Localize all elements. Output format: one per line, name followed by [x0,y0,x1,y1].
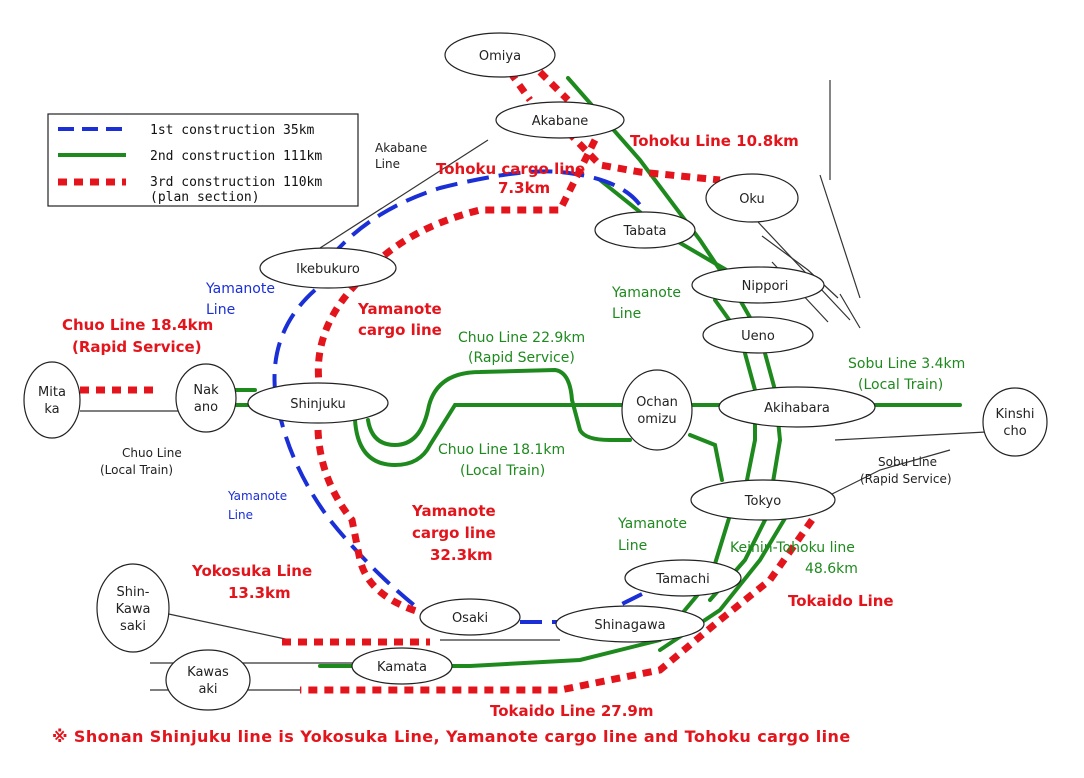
legend-second: 2nd construction 111km [150,149,322,164]
legend-third-sub: (plan section) [150,190,260,205]
label-tohoku-cargo-1: Tohoku cargo line [436,160,585,178]
label-yamanote-blue-1: Yamanote [205,281,275,297]
label-sobu-rapid-2: (Rapid Service) [860,472,952,486]
station-kinshicho-2: cho [1003,424,1026,439]
label-yamanote-green-1: Yamanote [611,285,681,301]
label-tokaido-len: Tokaido Line 27.9m [490,702,653,720]
station-ochanomizu-2: omizu [637,412,676,427]
station-nippori: Nippori [742,279,789,294]
station-tamachi: Tamachi [655,572,709,587]
station-kinshicho-1: Kinshi [996,407,1035,422]
label-sobu-local-2: (Local Train) [858,377,943,393]
label-chuo-local-1: Chuo Line [122,446,182,460]
station-mitaka-1: Mita [38,385,66,400]
station-mitaka-2: ka [44,402,59,417]
label-chuo-local-2: (Local Train) [100,463,173,477]
station-akabane: Akabane [532,114,589,129]
label-chuo-rapid-red-1: Chuo Line 18.4km [62,316,213,334]
label-keihin-1: Keihin-Tohoku line [730,540,855,556]
station-shinjuku: Shinjuku [290,397,346,412]
label-chuo-local-green-1: Chuo Line 18.1km [438,442,565,458]
label-yamanote-blue2-2: Line [228,508,253,522]
label-chuo-rapid-red-2: (Rapid Service) [72,338,202,356]
station-nakano-1: Nak [193,383,219,398]
station-kawasaki-2: aki [198,682,217,697]
station-shapes [23,32,1048,711]
station-shinkawasaki-3: saki [120,619,146,634]
red-lines [80,69,815,694]
label-yamanote-cargo-2: cargo line [358,321,442,339]
label-chuo-local-green-2: (Local Train) [460,463,545,479]
station-shinkawasaki-2: Kawa [116,602,151,617]
label-yamanote-cargo2-2: cargo line [412,524,496,542]
label-tohoku-cargo-2: 7.3km [498,179,550,197]
label-keihin-2: 48.6km [805,561,858,577]
line-labels: Akabane Line Tohoku Line 10.8km Tohoku c… [62,132,965,720]
station-ochanomizu-1: Ochan [636,395,678,410]
station-kawasaki-1: Kawas [187,665,229,680]
label-tohoku-line: Tohoku Line 10.8km [630,132,799,150]
blue-lines [272,169,643,624]
legend-first: 1st construction 35km [150,123,315,138]
station-ikebukuro: Ikebukuro [296,262,360,277]
label-yokosuka-2: 13.3km [228,584,291,602]
station-oku: Oku [739,192,765,207]
station-tabata: Tabata [622,224,666,239]
label-tokaido: Tokaido Line [788,592,894,610]
station-nakano-2: ano [194,400,218,415]
label-chuo-rapid-green-1: Chuo Line 22.9km [458,330,585,346]
label-sobu-local-1: Sobu Line 3.4km [848,356,965,372]
station-shinagawa: Shinagawa [594,618,665,633]
station-akihabara: Akihabara [764,401,830,416]
station-tokyo: Tokyo [744,494,781,509]
station-osaki: Osaki [452,611,488,626]
label-yokosuka-1: Yokosuka Line [191,562,312,580]
label-akabane-line-1: Akabane [375,141,427,155]
footnote: ※ Shonan Shinjuku line is Yokosuka Line,… [52,727,851,746]
label-yamanote-cargo2-3: 32.3km [430,546,493,564]
label-chuo-rapid-green-2: (Rapid Service) [468,350,575,366]
label-yamanote-green2-2: Line [618,538,647,554]
label-akabane-line-2: Line [375,157,400,171]
station-ueno: Ueno [741,329,775,344]
label-sobu-rapid-1: Sobu Line [878,455,937,469]
thin-lines [80,80,987,691]
label-yamanote-green-2: Line [612,306,641,322]
station-omiya: Omiya [479,49,521,64]
label-yamanote-cargo-1: Yamanote [357,300,442,318]
station-names: Omiya Akabane Oku Tabata Nippori Ueno Ik… [38,49,1034,697]
legend: 1st construction 35km 2nd construction 1… [47,113,359,207]
label-yamanote-cargo2-1: Yamanote [411,502,496,520]
station-kamata: Kamata [377,660,427,675]
legend-third: 3rd construction 110km [150,175,322,190]
label-yamanote-blue2-1: Yamanote [227,489,287,503]
label-yamanote-green2-1: Yamanote [617,516,687,532]
label-yamanote-blue-2: Line [206,302,235,318]
station-shinkawasaki-1: Shin- [116,585,149,600]
